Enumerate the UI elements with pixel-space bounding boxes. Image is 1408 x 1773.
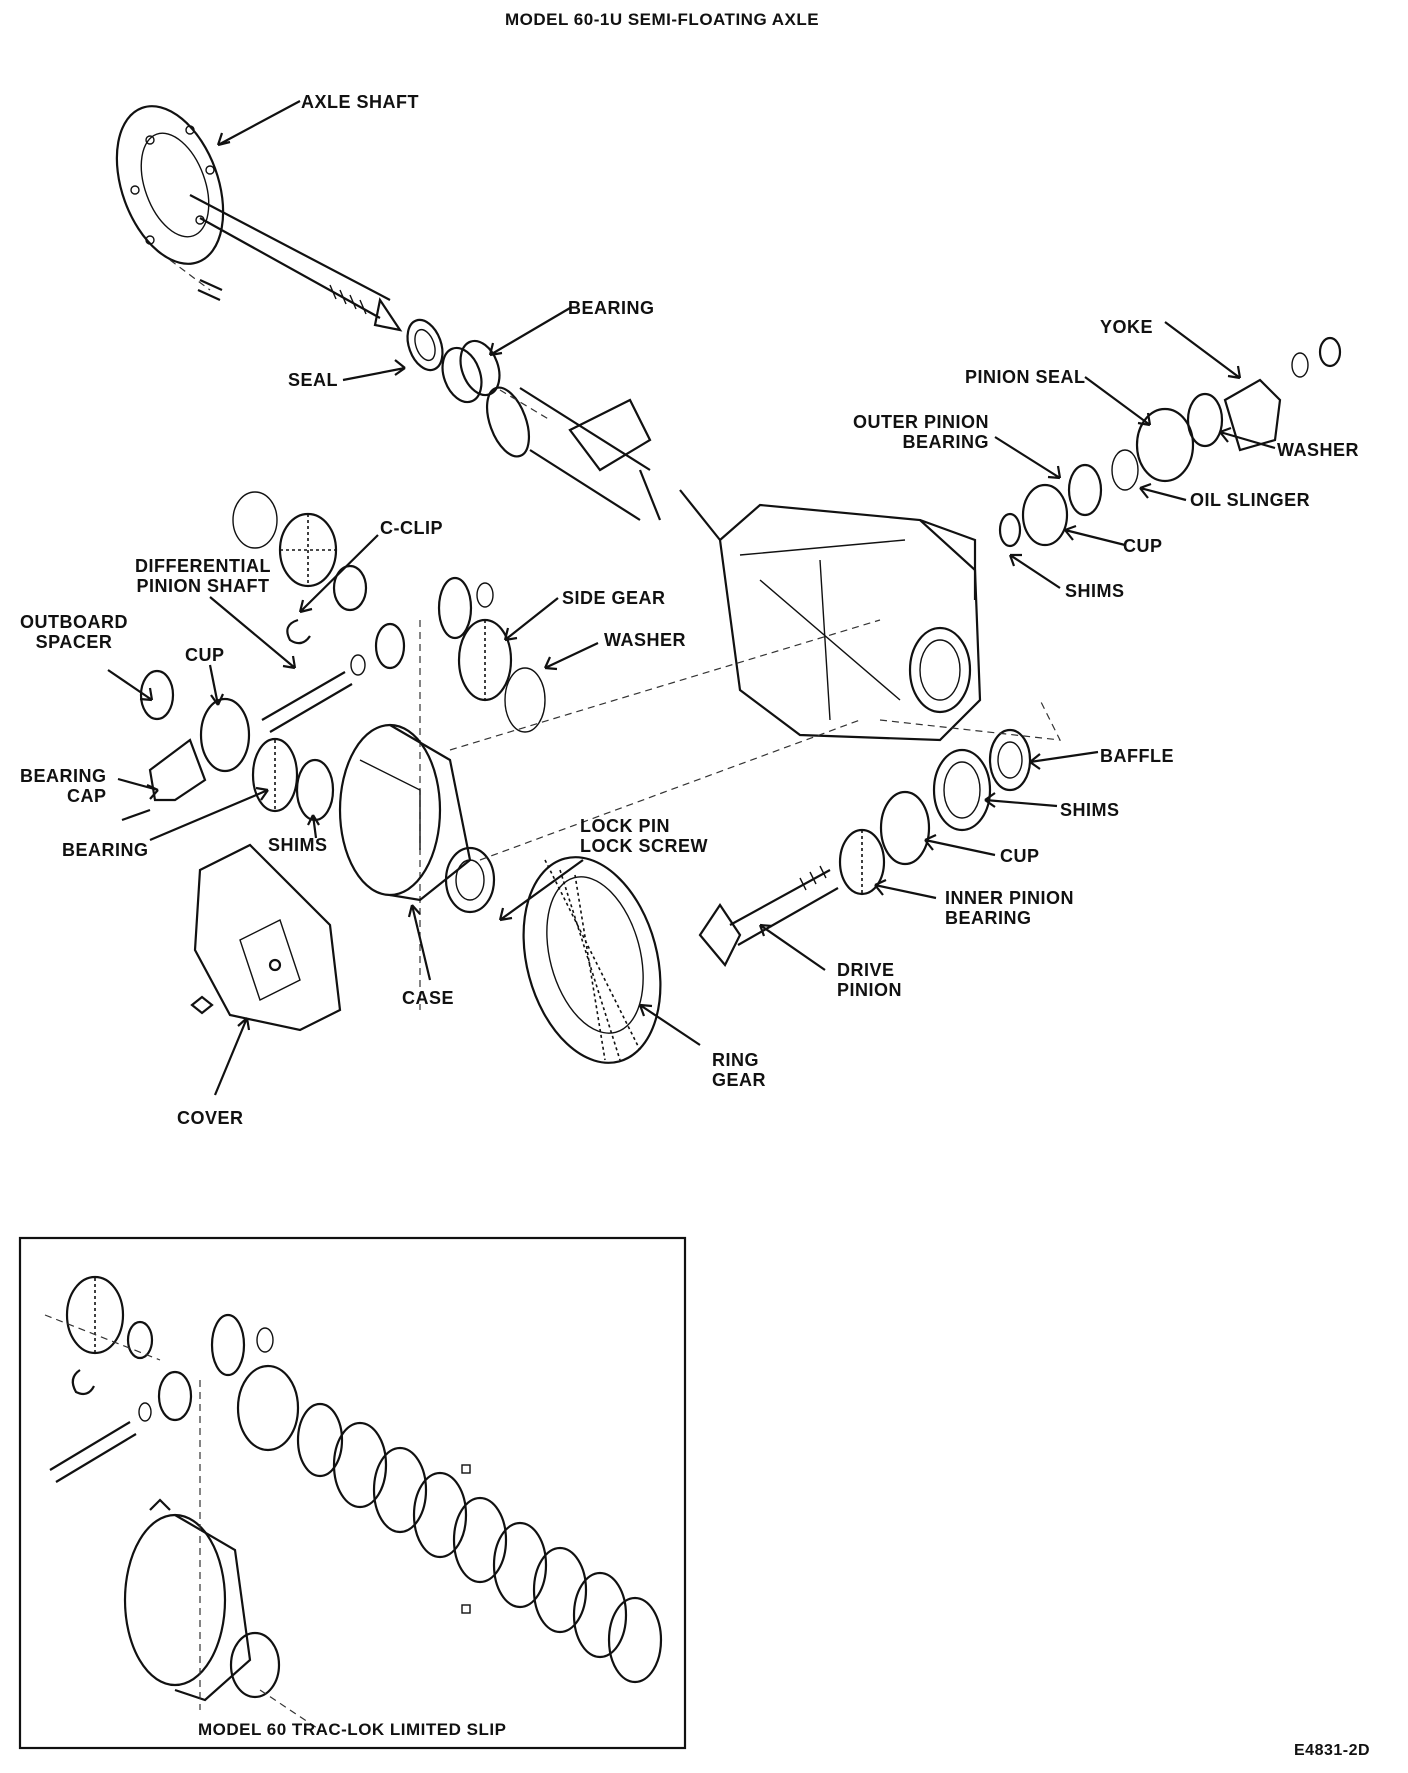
label-ring-gear: RING GEAR bbox=[712, 1050, 767, 1090]
label-outer-pinion-bearing: OUTER PINION BEARING bbox=[853, 412, 990, 452]
axle-housing-tube bbox=[485, 386, 721, 541]
label-pinion-seal: PINION SEAL bbox=[965, 367, 1086, 387]
label-shims-left: SHIMS bbox=[268, 835, 328, 855]
label-washer-right: WASHER bbox=[1277, 440, 1360, 460]
axle-shaft-part bbox=[115, 105, 403, 332]
label-oil-slinger: OIL SLINGER bbox=[1190, 490, 1311, 510]
trac-lok-inset bbox=[18, 1236, 687, 1750]
label-cup-right: CUP bbox=[1123, 536, 1163, 556]
figure-id: E4831-2D bbox=[1294, 1742, 1371, 1759]
diagram-title: MODEL 60-1U SEMI-FLOATING AXLE bbox=[505, 10, 820, 29]
label-bearing-left: BEARING bbox=[62, 840, 149, 860]
label-cup-lower: CUP bbox=[1000, 846, 1040, 866]
label-c-clip: C-CLIP bbox=[380, 518, 443, 538]
label-cover: COVER bbox=[177, 1108, 244, 1128]
drive-pinion-part bbox=[698, 865, 839, 967]
label-lock-pin-screw: LOCK PIN LOCK SCREW bbox=[580, 816, 708, 856]
label-shims-right: SHIMS bbox=[1065, 581, 1125, 601]
label-outboard-spacer: OUTBOARD SPACER bbox=[20, 612, 128, 652]
label-drive-pinion: DRIVE PINION bbox=[837, 960, 903, 1000]
seal-part bbox=[406, 318, 444, 372]
label-axle-shaft: AXLE SHAFT bbox=[301, 92, 420, 112]
label-cup-left: CUP bbox=[185, 645, 225, 665]
label-yoke: YOKE bbox=[1100, 317, 1154, 337]
bearing-part-top bbox=[441, 339, 501, 404]
lower-pinion-stack bbox=[838, 728, 1032, 896]
case-part bbox=[338, 723, 496, 914]
label-inner-pinion-bearing: INNER PINION BEARING bbox=[945, 888, 1075, 928]
label-baffle: BAFFLE bbox=[1100, 746, 1174, 766]
label-washer-mid: WASHER bbox=[604, 630, 687, 650]
label-bearing-cap: BEARING CAP bbox=[20, 766, 107, 806]
differential-housing bbox=[718, 503, 982, 742]
label-seal: SEAL bbox=[288, 370, 339, 390]
label-bearing-top: BEARING bbox=[568, 298, 655, 318]
label-case: CASE bbox=[402, 988, 455, 1008]
ring-gear-part bbox=[522, 856, 662, 1064]
inset-title: MODEL 60 TRAC-LOK LIMITED SLIP bbox=[198, 1720, 507, 1739]
pinion-stack-right bbox=[998, 336, 1342, 548]
label-side-gear: SIDE GEAR bbox=[562, 588, 666, 608]
label-shims-lower-right: SHIMS bbox=[1060, 800, 1120, 820]
label-differential-pinion-shaft: DIFFERENTIAL PINION SHAFT bbox=[135, 556, 271, 596]
leader-arrows bbox=[107, 100, 1276, 1096]
differential-internals bbox=[232, 491, 546, 1010]
left-bearing-stack bbox=[121, 669, 335, 822]
cover-part bbox=[190, 843, 342, 1032]
